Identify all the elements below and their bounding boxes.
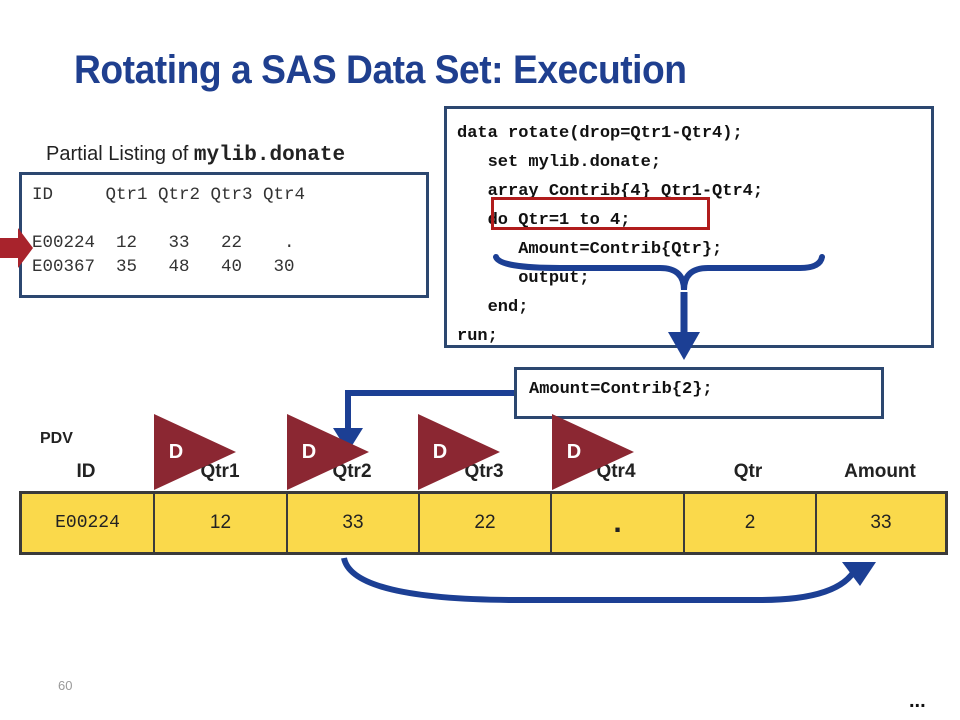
do-loop-highlight bbox=[491, 197, 710, 230]
drop-flag-qtr4-label: D bbox=[566, 441, 582, 463]
drop-flag-qtr4 bbox=[552, 414, 634, 490]
listing-box: ID Qtr1 Qtr2 Qtr3 Qtr4 E00224 12 33 22 .… bbox=[19, 172, 429, 298]
code-brace-icon bbox=[493, 254, 825, 291]
pdv-header-id: ID bbox=[76, 461, 96, 482]
listing-dataset-name: mylib.donate bbox=[193, 144, 346, 167]
down-arrow-head-icon bbox=[668, 332, 700, 360]
statement-to-qtr2-arrow bbox=[345, 390, 514, 430]
resolved-statement-box: Amount=Contrib{2}; bbox=[514, 367, 884, 419]
pdv-cell-qtr2: 33 bbox=[288, 494, 420, 552]
pdv-header-qtr2: Qtr2 bbox=[332, 461, 372, 482]
pdv-cell-id: E00224 bbox=[22, 494, 155, 552]
resolved-statement-text: Amount=Contrib{2}; bbox=[529, 380, 713, 399]
drop-flag-qtr1 bbox=[154, 414, 236, 490]
drop-flag-qtr1-label: D bbox=[168, 441, 184, 463]
pdv-cell-qtr4: . bbox=[552, 494, 685, 552]
pdv-header-qtr4: Qtr4 bbox=[596, 461, 636, 482]
pdv-label: PDV bbox=[40, 430, 73, 447]
slide-number: 60 bbox=[58, 678, 73, 693]
pdv-row: E00224 12 33 22 . 2 33 bbox=[19, 491, 948, 555]
pdv-header-qtr1: Qtr1 bbox=[200, 461, 240, 482]
qtr2-to-amount-arrow bbox=[341, 557, 859, 603]
current-row-pointer-icon bbox=[0, 228, 33, 268]
code-text: data rotate(drop=Qtr1-Qtr4); set mylib.d… bbox=[457, 124, 764, 346]
amount-arrow-head-icon bbox=[842, 562, 876, 586]
pdv-header-qtr3: Qtr3 bbox=[464, 461, 504, 482]
drop-flag-qtr3-label: D bbox=[432, 441, 448, 463]
pdv-cell-amount: 33 bbox=[870, 512, 892, 533]
pdv-header-amount: Amount bbox=[844, 461, 916, 482]
pdv-cell-qtr1: 12 bbox=[155, 494, 288, 552]
continuation-marker[interactable]: ... bbox=[909, 690, 926, 712]
pdv-cell-qtr3: 22 bbox=[420, 494, 552, 552]
slide-title: Rotating a SAS Data Set: Execution bbox=[74, 48, 687, 92]
listing-caption: Partial Listing of mylib.donate bbox=[46, 143, 345, 167]
listing-caption-prefix: Partial Listing of bbox=[46, 143, 194, 165]
drop-flag-qtr3 bbox=[418, 414, 500, 490]
drop-flag-qtr2-label: D bbox=[301, 441, 317, 463]
listing-text: ID Qtr1 Qtr2 Qtr3 Qtr4 E00224 12 33 22 .… bbox=[32, 185, 306, 277]
qtr2-arrow-head-icon bbox=[333, 428, 363, 452]
drop-flag-qtr2 bbox=[287, 414, 369, 490]
pdv-header-qtr: Qtr bbox=[733, 461, 763, 482]
pdv-cell-qtr: 2 bbox=[685, 494, 817, 552]
